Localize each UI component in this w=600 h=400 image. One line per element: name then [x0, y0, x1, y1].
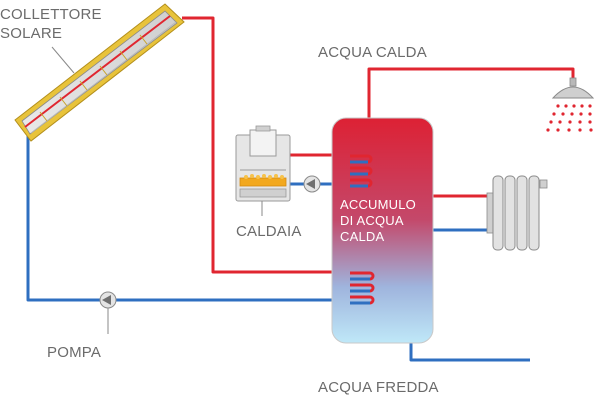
collector-label-line2: SOLARE [0, 25, 62, 42]
collector-label-line1: COLLETTORE [0, 6, 102, 23]
hot-water-label: ACQUA CALDA [318, 44, 427, 61]
storage-label-line1: ACCUMULO [340, 197, 416, 212]
pump-icon [303, 175, 321, 193]
pipes [26, 16, 575, 362]
heat-exchanger-coil-icon [350, 271, 375, 305]
storage-label-line2: DI ACQUA [340, 213, 404, 228]
pump-icon [99, 291, 117, 309]
shower-head-icon [546, 77, 595, 132]
pump-label: POMPA [47, 344, 101, 361]
radiator-icon [486, 175, 548, 251]
boiler-label: CALDAIA [236, 223, 302, 240]
solar-hot-pipe [182, 16, 352, 274]
cold-water-label: ACQUA FREDDA [318, 379, 439, 396]
solar-cold-pipe [26, 132, 352, 302]
heat-exchanger-coil-icon [350, 154, 373, 188]
cold-water-pipe [409, 340, 530, 362]
solar-collector-icon [14, 3, 185, 142]
collector-label-leader [51, 46, 75, 74]
hot-water-pipe [367, 67, 575, 120]
boiler-icon [235, 125, 291, 202]
storage-label-line3: CALDA [340, 229, 384, 244]
